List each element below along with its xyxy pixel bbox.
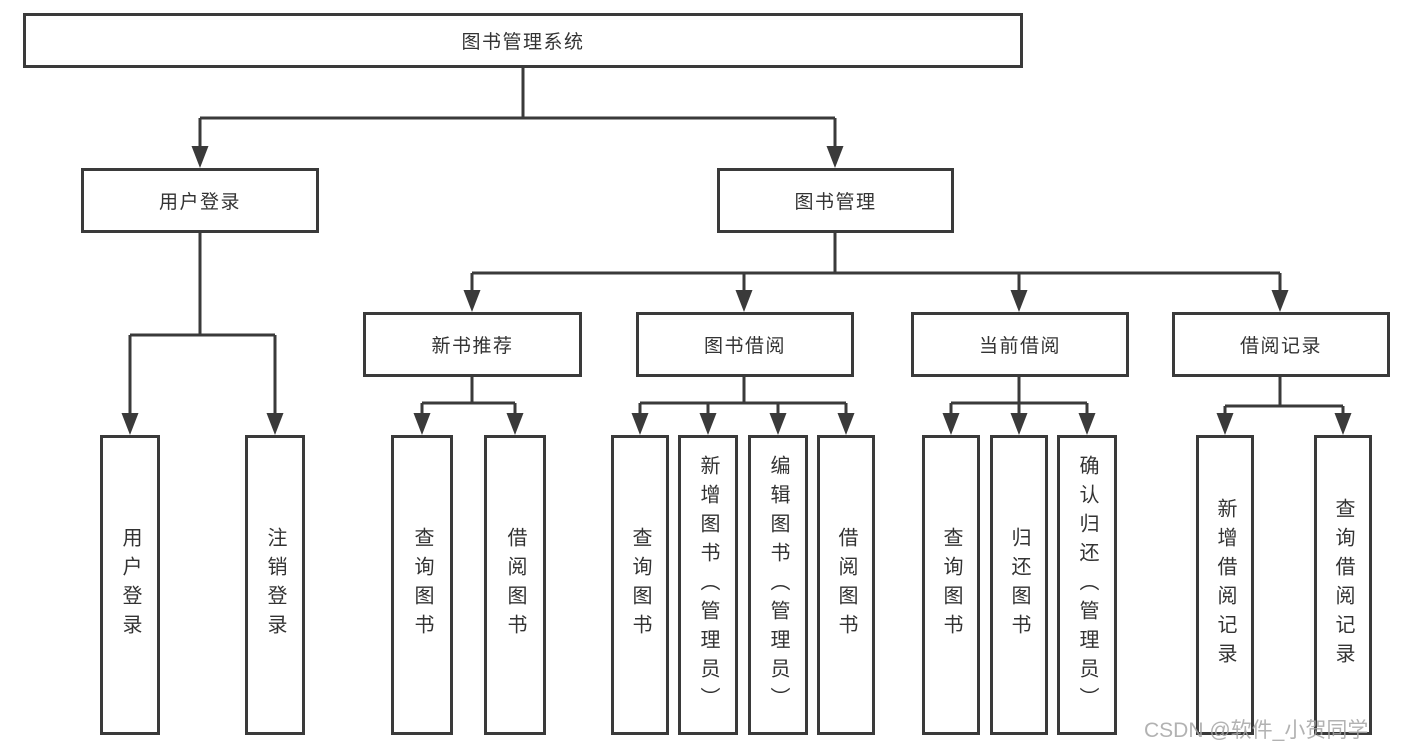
node-leaf-query-books-current: 查询图书 bbox=[922, 435, 980, 735]
node-leaf-logout: 注销登录 bbox=[245, 435, 305, 735]
node-label: 借阅图书 bbox=[504, 527, 526, 643]
node-leaf-add-borrow-record: 新增借阅记录 bbox=[1196, 435, 1254, 735]
node-label: 借阅图书 bbox=[835, 527, 857, 643]
node-leaf-query-borrow-record: 查询借阅记录 bbox=[1314, 435, 1372, 735]
node-leaf-borrow-books-recommend: 借阅图书 bbox=[484, 435, 546, 735]
node-current-borrowing: 当前借阅 bbox=[911, 312, 1129, 377]
node-label: 新增图书（管理员） bbox=[697, 454, 719, 716]
csdn-watermark: CSDN @软件_小贺同学 bbox=[1144, 719, 1369, 742]
node-label: 确认归还（管理员） bbox=[1076, 454, 1098, 716]
node-label: 当前借阅 bbox=[978, 336, 1061, 357]
node-label: 借阅记录 bbox=[1239, 336, 1322, 357]
node-label: 用户登录 bbox=[158, 192, 241, 213]
node-label: 用户登录 bbox=[119, 527, 141, 643]
node-label: 查询图书 bbox=[411, 527, 433, 643]
node-borrowing-records: 借阅记录 bbox=[1172, 312, 1390, 377]
node-library-management-system: 图书管理系统 bbox=[23, 13, 1023, 68]
node-leaf-edit-book-admin: 编辑图书（管理员） bbox=[748, 435, 808, 735]
node-label: 编辑图书（管理员） bbox=[767, 454, 789, 716]
node-label: 查询图书 bbox=[629, 527, 651, 643]
node-book-borrowing: 图书借阅 bbox=[636, 312, 854, 377]
node-leaf-user-login: 用户登录 bbox=[100, 435, 160, 735]
node-leaf-add-book-admin: 新增图书（管理员） bbox=[678, 435, 738, 735]
node-book-management: 图书管理 bbox=[717, 168, 954, 233]
node-new-book-recommend: 新书推荐 bbox=[363, 312, 582, 377]
node-user-login: 用户登录 bbox=[81, 168, 319, 233]
tree-edges bbox=[128, 68, 1345, 415]
node-leaf-confirm-return-admin: 确认归还（管理员） bbox=[1057, 435, 1117, 735]
node-label: 归还图书 bbox=[1008, 527, 1030, 643]
node-label: 查询借阅记录 bbox=[1332, 498, 1354, 672]
node-label: 注销登录 bbox=[264, 527, 286, 643]
node-label: 新书推荐 bbox=[431, 336, 514, 357]
node-label: 图书借阅 bbox=[703, 336, 786, 357]
node-label: 图书管理 bbox=[794, 192, 877, 213]
node-label: 新增借阅记录 bbox=[1214, 498, 1236, 672]
node-leaf-query-books-borrow: 查询图书 bbox=[611, 435, 669, 735]
node-label: 查询图书 bbox=[940, 527, 962, 643]
node-label: 图书管理系统 bbox=[461, 32, 585, 53]
node-leaf-query-books-recommend: 查询图书 bbox=[391, 435, 453, 735]
node-leaf-borrow-books-borrow: 借阅图书 bbox=[817, 435, 875, 735]
node-leaf-return-book: 归还图书 bbox=[990, 435, 1048, 735]
